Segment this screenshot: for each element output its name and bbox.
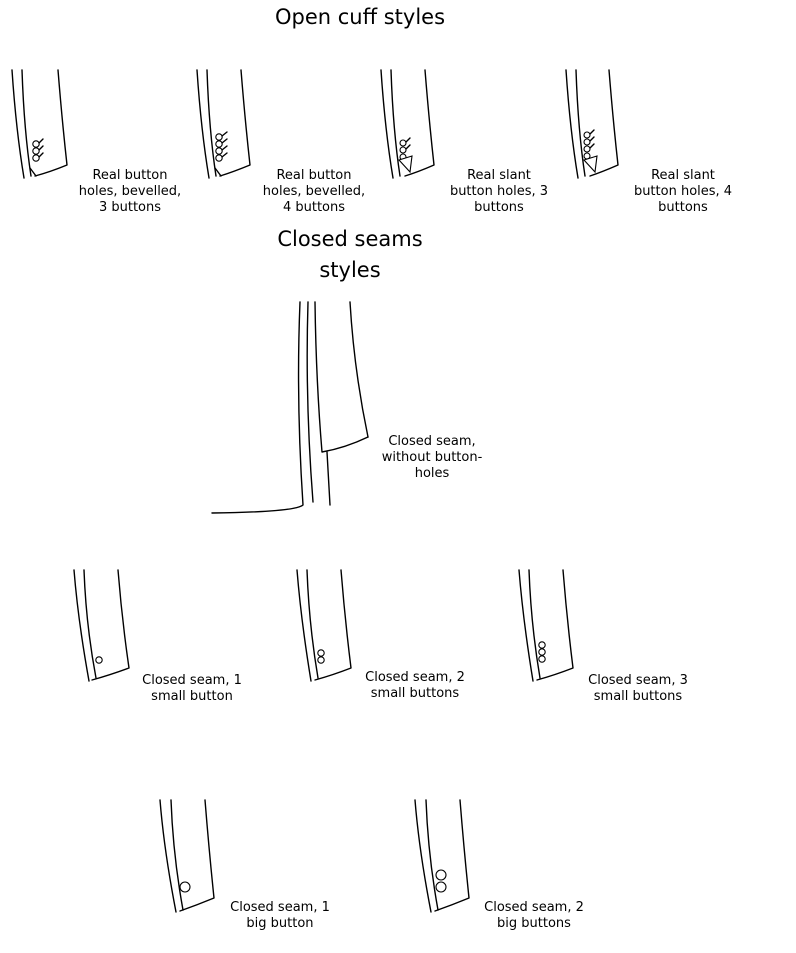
closed-small-caption-2: Closed seam, 2 small buttons (365, 670, 465, 701)
closed-seam-2-small-buttons-illustration (296, 569, 352, 682)
open-cuff-styles-heading: Open cuff styles (274, 5, 446, 29)
closed-seam-main-caption: Closed seam, without button- holes (381, 434, 483, 481)
open-cuff-caption-2: Real button holes, bevelled, 4 buttons (262, 168, 366, 215)
open-cuff-caption-3: Real slant button holes, 3 buttons (449, 168, 549, 215)
open-cuff-caption-1: Real button holes, bevelled, 3 buttons (78, 168, 182, 215)
closed-big-caption-1: Closed seam, 1 big button (230, 900, 330, 931)
closed-seams-styles-heading: Closed seams styles (277, 227, 423, 282)
open-cuff-real-bevelled-4-buttons-illustration (196, 69, 251, 179)
closed-seam-without-buttonholes-illustration (211, 301, 369, 514)
closed-small-caption-1: Closed seam, 1 small button (142, 673, 242, 704)
open-cuff-real-bevelled-3-buttons-illustration (11, 69, 68, 179)
closed-small-caption-3: Closed seam, 3 small buttons (588, 673, 688, 704)
open-cuff-real-slant-4-buttons-illustration (565, 69, 619, 179)
closed-seam-1-small-button-illustration (73, 569, 130, 682)
closed-big-caption-2: Closed seam, 2 big buttons (484, 900, 584, 931)
open-cuff-real-slant-3-buttons-illustration (380, 69, 435, 179)
open-cuff-caption-4: Real slant button holes, 4 buttons (633, 168, 733, 215)
closed-seam-2-big-buttons-illustration (414, 799, 470, 913)
closed-seam-3-small-buttons-illustration (518, 569, 574, 682)
closed-seam-1-big-button-illustration (159, 799, 215, 913)
